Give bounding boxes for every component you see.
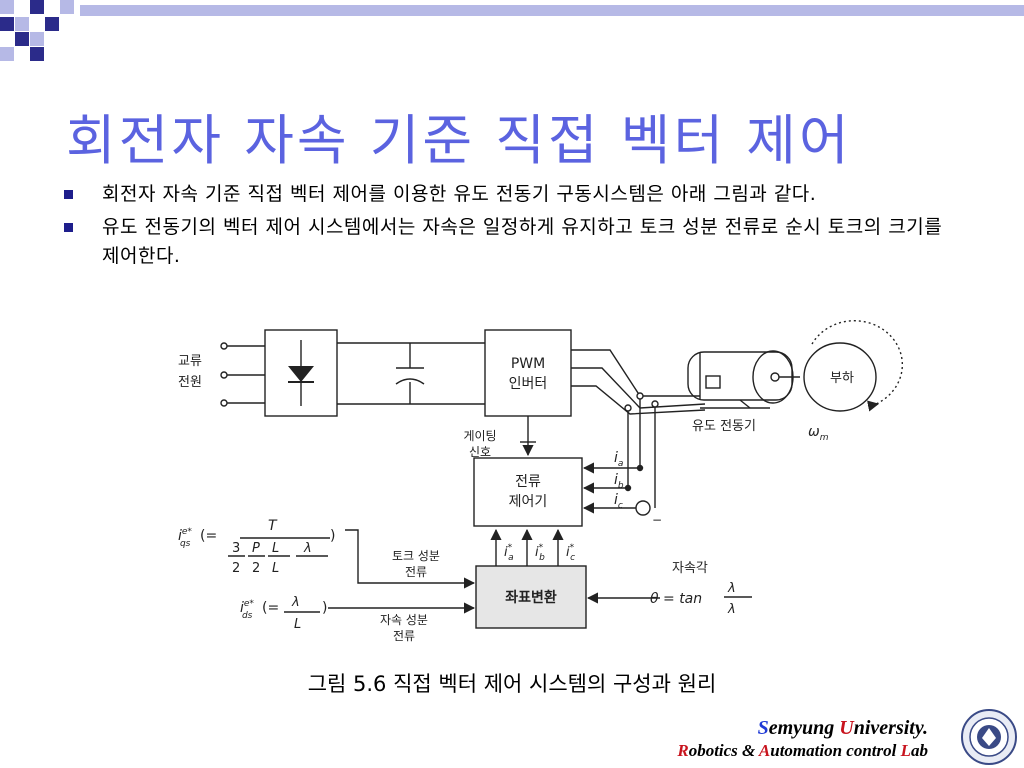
bullet-item: 유도 전동기의 벡터 제어 시스템에서는 자속은 일정하게 유지하고 토크 성분…: [62, 213, 962, 271]
lambda-dr-numerator: λ: [291, 595, 300, 610]
frac-numerator-3: 3: [232, 541, 240, 556]
ac-source-label: 전원: [178, 375, 202, 390]
footer: Semyung University. Robotics & Automatio…: [677, 716, 928, 762]
square-bullet-icon: [64, 190, 73, 199]
te-symbol: T: [268, 518, 278, 534]
bullet-text: 회전자 자속 기준 직접 벡터 제어를 이용한 유도 전동기 구동시스템은 아래…: [102, 183, 817, 205]
pwm-label: PWM: [511, 356, 545, 372]
rotor-speed-symbol: ωm: [808, 424, 829, 443]
flux-angle-label: 자속각: [672, 561, 708, 576]
ids-close-paren: ): [322, 600, 327, 616]
bullet-list: 회전자 자속 기준 직접 벡터 제어를 이용한 유도 전동기 구동시스템은 아래…: [62, 180, 962, 275]
current-controller-label: 제어기: [509, 494, 548, 510]
ref-current-c: i*c: [566, 543, 575, 563]
phase-b-current: ib: [614, 472, 624, 491]
diode-icon: [288, 340, 314, 406]
current-controller-label: 전류: [515, 474, 541, 490]
frac-denominator-2: 2: [232, 561, 240, 576]
flux-component-label: 자속 성분: [380, 613, 428, 627]
lambda-dr-symbol: λ: [303, 541, 312, 556]
bullet-text: 유도 전동기의 벡터 제어 시스템에서는 자속은 일정하게 유지하고 토크 성분…: [102, 216, 943, 267]
torque-component-label: 전류: [405, 565, 427, 579]
ac-source-label: 교류: [178, 354, 202, 369]
frac-p: P: [252, 541, 260, 556]
gating-label: 신호: [469, 445, 491, 459]
square-bullet-icon: [64, 223, 73, 232]
frac-lm: L: [272, 541, 279, 556]
lambda-dr: λ: [727, 602, 736, 617]
phase-c-current: ic: [614, 492, 623, 511]
slide-title: 회전자 자속 기준 직접 벡터 제어: [66, 109, 852, 172]
frac-denominator-2b: 2: [252, 561, 260, 576]
iqs-symbol: ie*qs: [178, 527, 192, 549]
ref-current-a: i*a: [504, 543, 514, 563]
corner-decoration: [0, 0, 1024, 61]
ids-equals: (=: [262, 600, 279, 616]
ids-symbol: ie*ds: [240, 599, 254, 621]
torque-component-label: 토크 성분: [392, 549, 440, 563]
lm-denominator: L: [294, 617, 301, 632]
gating-label: 게이팅: [463, 429, 496, 443]
load-label: 부하: [830, 371, 854, 386]
iqs-close-paren: ): [330, 528, 335, 544]
university-name: Semyung University.: [757, 717, 928, 739]
inverter-label: 인버터: [509, 376, 548, 392]
lab-name: Robotics & Automation control Lab: [677, 741, 928, 760]
bullet-item: 회전자 자속 기준 직접 벡터 제어를 이용한 유도 전동기 구동시스템은 아래…: [62, 180, 962, 209]
phase-a-current: ia: [614, 450, 623, 469]
theta-equation: θ = tan: [650, 591, 702, 607]
flux-component-label: 전류: [393, 629, 415, 643]
frac-lr: L: [272, 561, 279, 576]
coordinate-transform-label: 좌표변환: [505, 589, 557, 606]
ref-current-b: i*b: [535, 543, 545, 563]
lambda-qr: λ: [727, 581, 736, 596]
university-seal-icon: [961, 709, 1017, 765]
figure-caption: 그림 5.6 직접 벡터 제어 시스템의 구성과 원리: [307, 672, 717, 696]
motor-label: 유도 전동기: [692, 419, 756, 434]
minus-sign: −: [652, 513, 662, 527]
iqs-equals: (=: [200, 528, 217, 544]
